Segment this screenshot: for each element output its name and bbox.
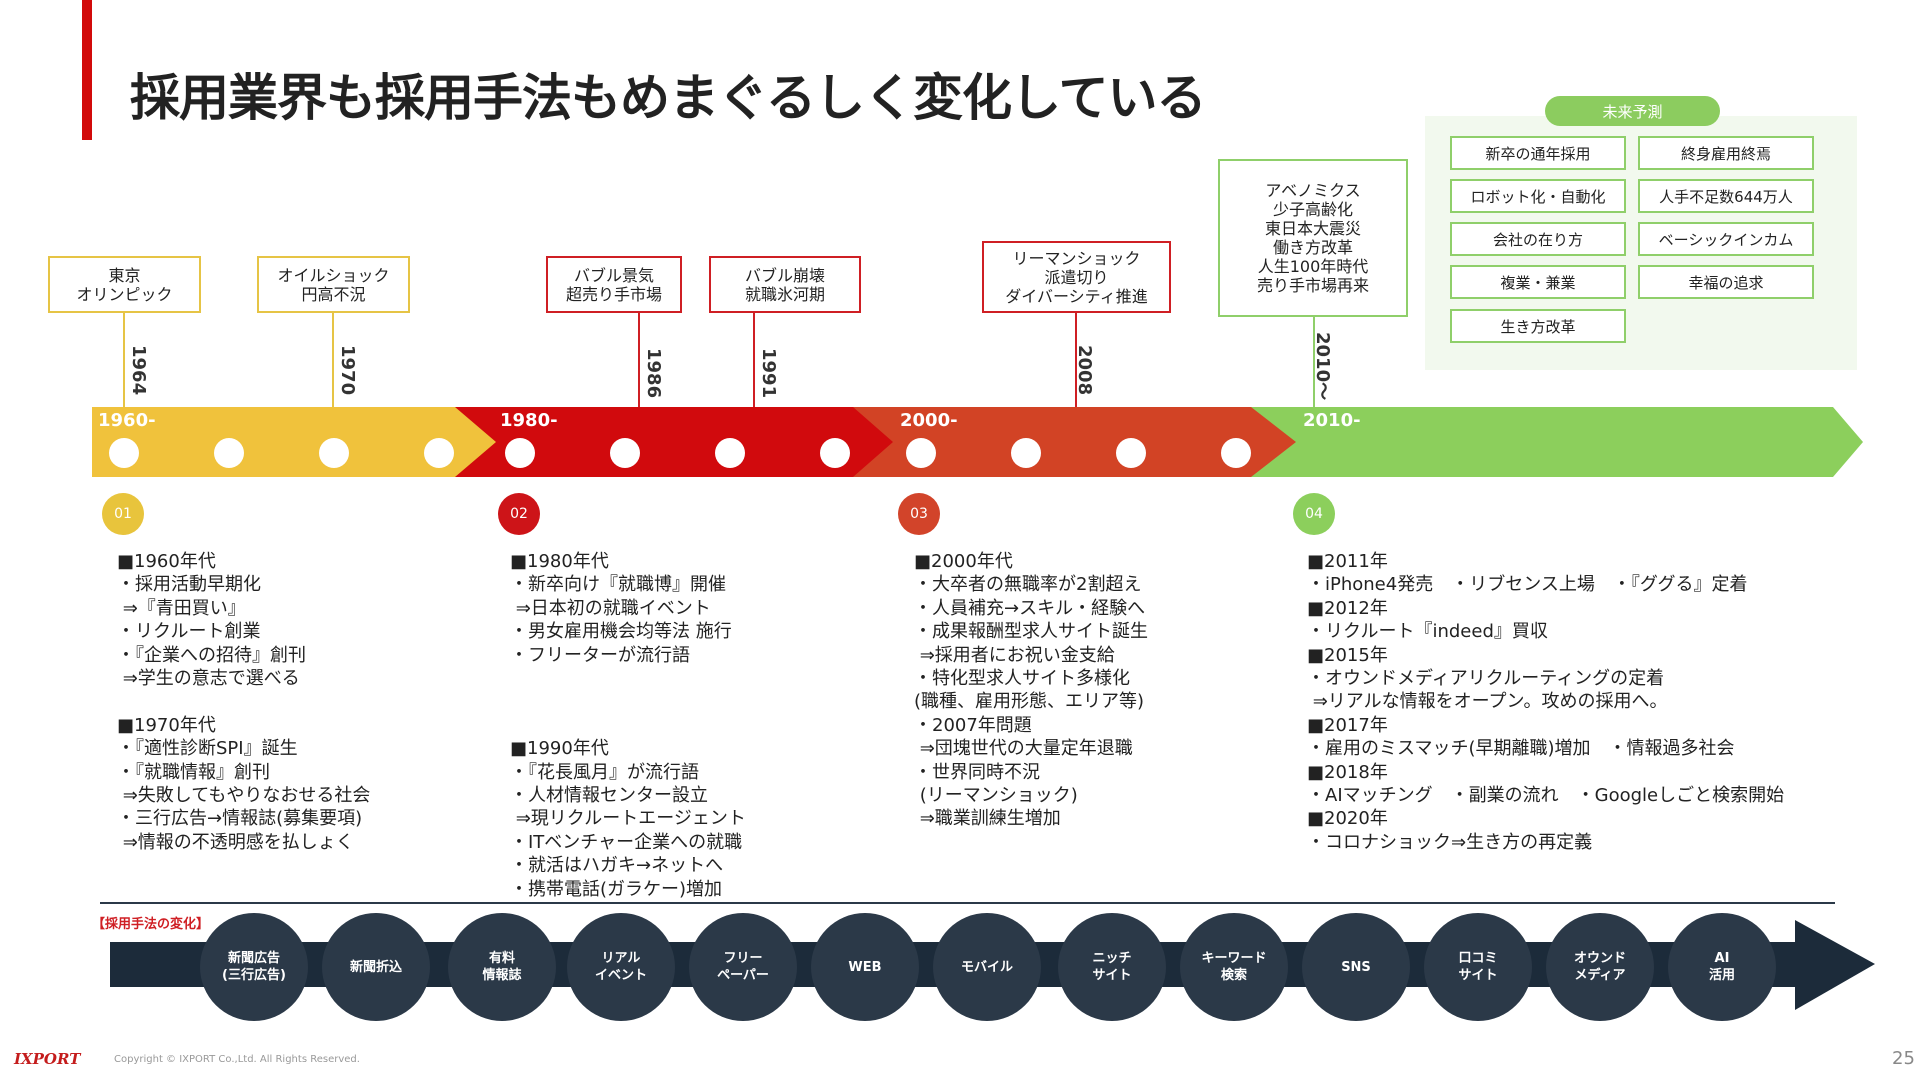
copyright-text: Copyright © IXPORT Co.,Ltd. All Rights R… bbox=[114, 1054, 360, 1065]
page-number: 25 bbox=[1892, 1048, 1915, 1069]
future-item: 生き方改革 bbox=[1450, 309, 1626, 343]
title-accent-bar bbox=[82, 0, 92, 140]
method-item: 新聞広告 (三行広告) bbox=[200, 913, 308, 1021]
future-item: ベーシックインカム bbox=[1638, 222, 1814, 256]
timeline-dot bbox=[1116, 438, 1146, 468]
event-box-1970: オイルショック 円高不況 bbox=[257, 256, 410, 313]
era-label-1960: 1960- bbox=[98, 410, 156, 431]
future-item: 人手不足数644万人 bbox=[1638, 179, 1814, 213]
timeline-dot bbox=[505, 438, 535, 468]
method-item: AI 活用 bbox=[1668, 913, 1776, 1021]
event-box-2008: リーマンショック 派遣切り ダイバーシティ推進 bbox=[982, 241, 1171, 313]
connector-line-2010 bbox=[1313, 317, 1315, 410]
timeline-dot bbox=[109, 438, 139, 468]
method-item: WEB bbox=[811, 913, 919, 1021]
future-item: 終身雇用終焉 bbox=[1638, 136, 1814, 170]
era-number-02: 02 bbox=[498, 493, 540, 535]
connector-line-2008 bbox=[1075, 313, 1077, 437]
era-text-1980s: ■1980年代 ・新卒向け『就職博』開催 ⇒日本初の就職イベント ・男女雇用機会… bbox=[510, 551, 746, 900]
era-label-2010: 2010- bbox=[1303, 410, 1361, 431]
timeline-dot bbox=[715, 438, 745, 468]
method-section-label: 【採用手法の変化】 bbox=[92, 917, 210, 932]
timeline-band bbox=[92, 407, 1863, 477]
method-item: 新聞折込 bbox=[322, 913, 430, 1021]
method-item: 口コミ サイト bbox=[1424, 913, 1532, 1021]
future-badge: 未来予測 bbox=[1545, 96, 1720, 126]
era-text-2010s: ■2011年 ・iPhone4発売 ・リブセンス上場 ・『ググる』定着 ■201… bbox=[1307, 551, 1785, 853]
method-item: キーワード 検索 bbox=[1180, 913, 1288, 1021]
event-box-1964: 東京 オリンピック bbox=[48, 256, 201, 313]
page-title: 採用業界も採用手法もめまぐるしく変化している bbox=[130, 69, 1206, 127]
method-item: リアル イベント bbox=[567, 913, 675, 1021]
era-label-1980: 1980- bbox=[500, 410, 558, 431]
timeline-dot bbox=[319, 438, 349, 468]
era-number-03: 03 bbox=[898, 493, 940, 535]
method-item: SNS bbox=[1302, 913, 1410, 1021]
era-text-1960s: ■1960年代 ・採用活動早期化 ⇒『青田買い』 ・リクルート創業 ・『企業への… bbox=[117, 551, 371, 853]
timeline-dot bbox=[906, 438, 936, 468]
connector-line-1970 bbox=[332, 313, 334, 410]
method-item: オウンド メディア bbox=[1546, 913, 1654, 1021]
method-item: モバイル bbox=[933, 913, 1041, 1021]
future-item: 複業・兼業 bbox=[1450, 265, 1626, 299]
connector-line-1991 bbox=[753, 313, 755, 410]
era-number-04: 04 bbox=[1293, 493, 1335, 535]
timeline-dot bbox=[820, 438, 850, 468]
divider-line bbox=[100, 902, 1835, 904]
event-box-1986: バブル景気 超売り手市場 bbox=[546, 256, 682, 313]
timeline-dot bbox=[214, 438, 244, 468]
era-label-2000: 2000- bbox=[900, 410, 958, 431]
future-item: ロボット化・自動化 bbox=[1450, 179, 1626, 213]
future-item: 会社の在り方 bbox=[1450, 222, 1626, 256]
future-item: 幸福の追求 bbox=[1638, 265, 1814, 299]
method-item: ニッチ サイト bbox=[1058, 913, 1166, 1021]
future-item: 新卒の通年採用 bbox=[1450, 136, 1626, 170]
timeline-dot bbox=[1011, 438, 1041, 468]
era-band-2010 bbox=[92, 407, 496, 477]
connector-line-1964 bbox=[123, 313, 125, 410]
method-item: 有料 情報誌 bbox=[448, 913, 556, 1021]
era-number-01: 01 bbox=[102, 493, 144, 535]
company-logo: IXPORT bbox=[14, 1050, 81, 1068]
timeline-dot bbox=[1221, 438, 1251, 468]
era-text-2000s: ■2000年代 ・大卒者の無職率が2割超え ・人員補充→スキル・経験へ ・成果報… bbox=[914, 551, 1148, 830]
timeline-dot bbox=[610, 438, 640, 468]
era-band-2000 bbox=[423, 407, 893, 477]
era-band-1960 bbox=[1220, 407, 1863, 477]
event-box-2010: アベノミクス 少子高齢化 東日本大震災 働き方改革 人生100年時代 売り手市場… bbox=[1218, 159, 1408, 317]
timeline-dot bbox=[424, 438, 454, 468]
method-item: フリー ペーパー bbox=[689, 913, 797, 1021]
connector-line-1986 bbox=[638, 313, 640, 410]
era-band-1980 bbox=[822, 407, 1296, 477]
event-box-1991: バブル崩壊 就職氷河期 bbox=[709, 256, 861, 313]
